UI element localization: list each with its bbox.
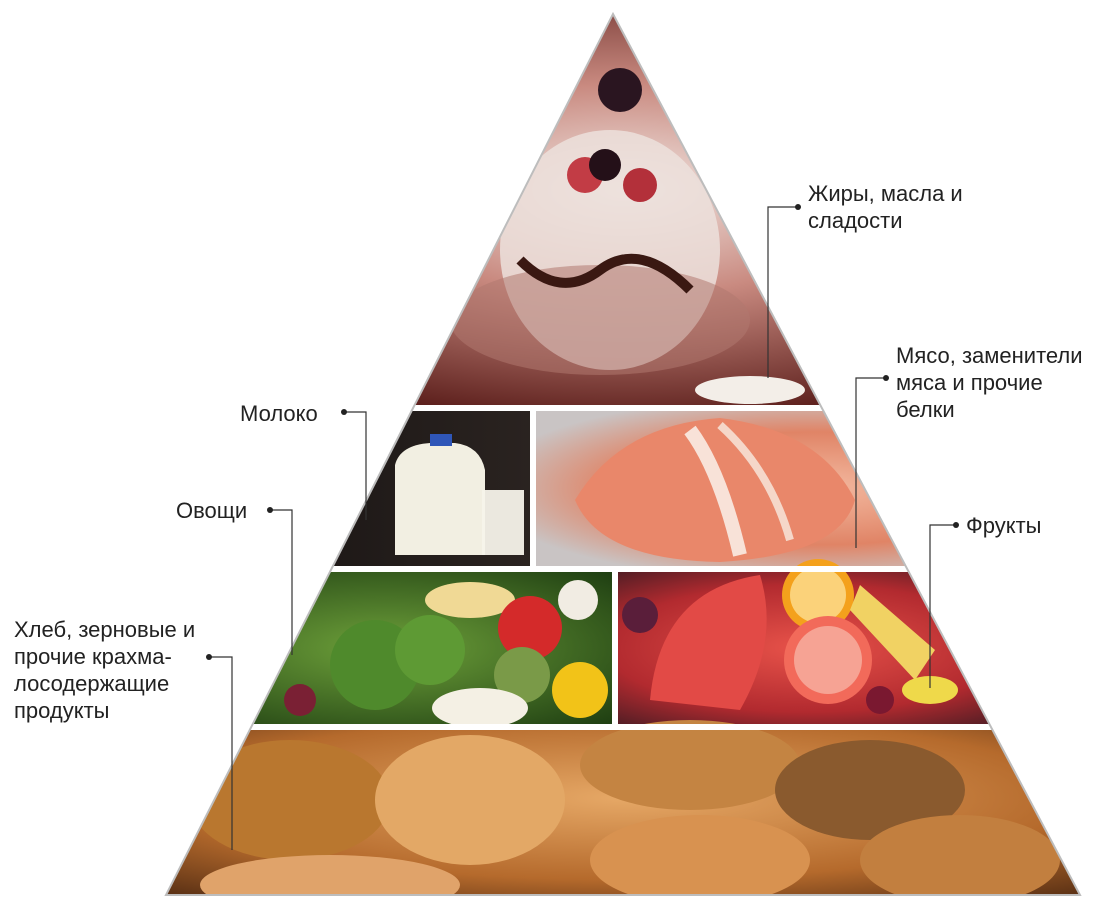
label-vegetables: Овощи	[176, 498, 248, 523]
label-meat-proteins: Мясо, заменители мяса и прочие белки	[896, 343, 1083, 422]
leader-dots	[206, 204, 959, 660]
pyramid-outline	[164, 11, 1082, 896]
label-fruit: Фрукты	[966, 513, 1042, 538]
tier-meat	[536, 410, 1080, 567]
leader-meat	[855, 377, 886, 548]
tier-fruit	[618, 559, 1080, 724]
label-grains-starches: Хлеб, зерновые и прочие крахма- лосодерж…	[14, 617, 196, 723]
pyramid-tiers	[166, 14, 1080, 895]
leader-milk	[344, 411, 367, 520]
leader-fats	[767, 206, 798, 378]
tier-dividers	[166, 405, 1080, 730]
label-milk: Молоко	[240, 401, 318, 426]
leader-fruit	[929, 524, 956, 688]
tier-grains	[166, 720, 1080, 895]
leader-grains	[209, 656, 233, 850]
label-fats-oils-sweets: Жиры, масла и сладости	[808, 181, 963, 233]
leader-vegetables	[270, 509, 293, 655]
leader-lines	[209, 206, 956, 850]
